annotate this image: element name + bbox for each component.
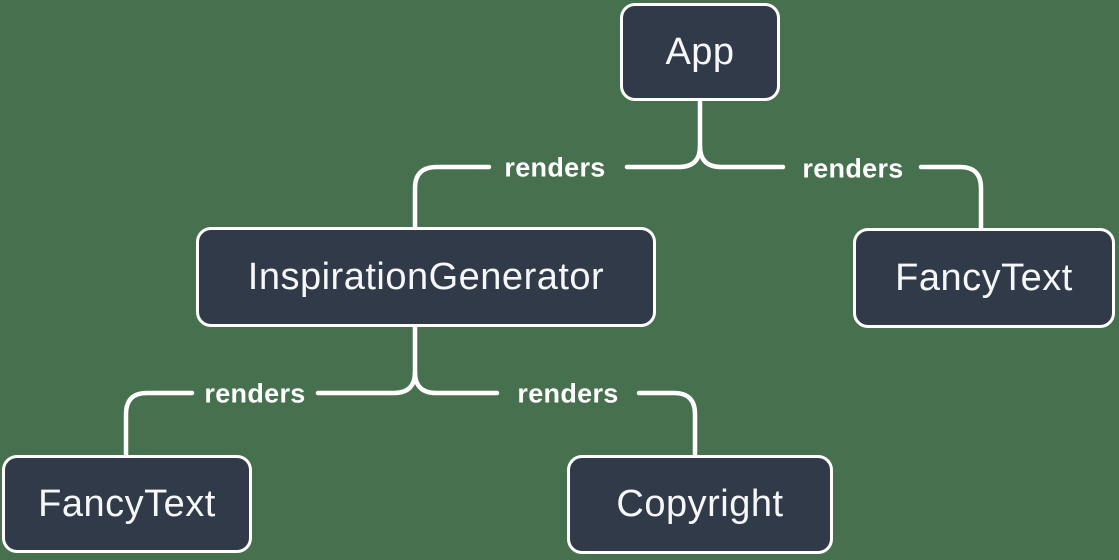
edge-inspiration-stem-right (412, 369, 500, 396)
edge-app-to-fancytext-elbow (918, 164, 984, 231)
edge-inspiration-to-copyright-elbow (636, 390, 698, 458)
node-fancytext-bottom: FancyText (2, 455, 252, 553)
node-inspiration-generator: InspirationGenerator (196, 227, 656, 327)
edge-label-app-renders-fancytext: renders (802, 153, 904, 184)
node-copyright: Copyright (567, 455, 833, 554)
edge-label-inspiration-renders-fancytext: renders (204, 378, 306, 409)
edge-label-app-renders-inspiration: renders (504, 152, 606, 183)
edge-app-stem-left (624, 98, 703, 170)
edge-inspiration-stem-left (315, 324, 418, 396)
edge-label-inspiration-renders-copyright: renders (517, 378, 619, 409)
node-app: App (620, 3, 780, 101)
edge-app-stem-right (697, 143, 786, 170)
node-fancytext-top: FancyText (853, 228, 1115, 328)
edge-app-to-inspiration-elbow (412, 164, 492, 230)
edge-inspiration-to-fancytext-elbow (123, 390, 195, 458)
